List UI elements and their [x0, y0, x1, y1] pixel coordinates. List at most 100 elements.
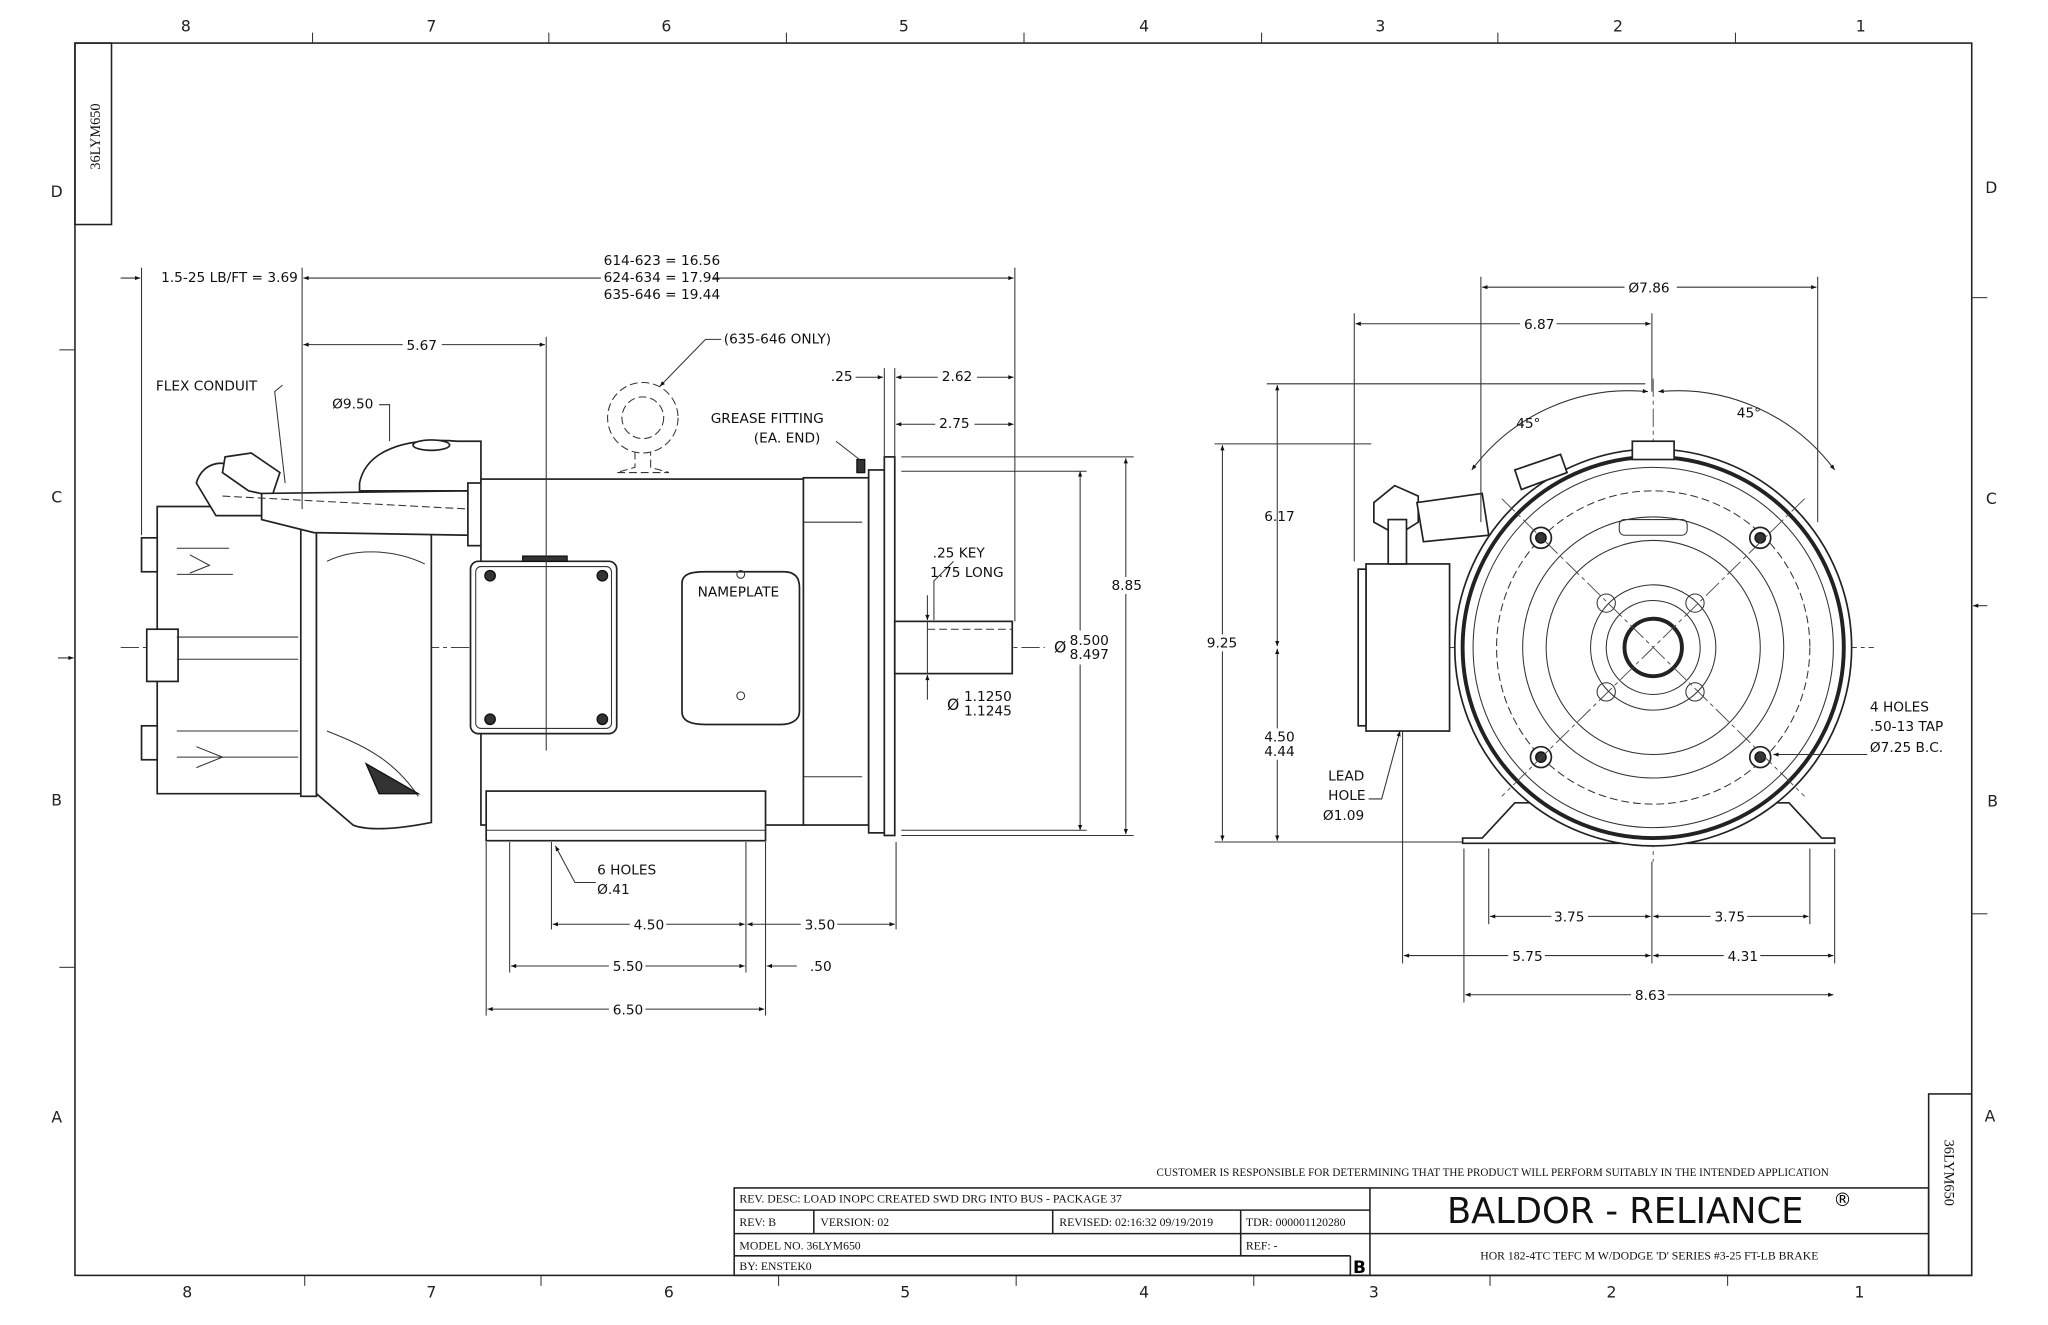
zone-col-8: 8 — [182, 1283, 192, 1302]
brand-logo: BALDOR - RELIANCE — [1447, 1191, 1803, 1232]
dim-length-614-623: 614-623 = 16.56 — [604, 253, 721, 269]
angle-right: 45° — [1737, 406, 1761, 422]
tap-holes-size: .50-13 TAP — [1870, 719, 1943, 735]
zone-row-d: D — [1985, 178, 1997, 197]
zone-row-b: B — [1987, 792, 1998, 811]
dim-4-31: 4.31 — [1728, 949, 1758, 965]
zone-col-2: 2 — [1606, 1283, 1616, 1302]
lead-hole-dia: Ø1.09 — [1323, 808, 1364, 824]
end-view: Ø7.86 6.87 45° 45° 6.17 9.25 4.50 4.44 L… — [1204, 276, 1943, 1004]
dim-2-62: 2.62 — [942, 369, 972, 385]
zone-row-b: B — [51, 790, 62, 809]
grease-fitting-note: (EA. END) — [754, 431, 821, 447]
dim-5-67: 5.67 — [407, 338, 437, 354]
zone-col-1: 1 — [1856, 16, 1866, 35]
zone-labels-left: D C B A — [51, 182, 63, 1127]
disclaimer: CUSTOMER IS RESPONSIBLE FOR DETERMINING … — [1157, 1167, 1829, 1179]
shaft-dia-min: 1.1245 — [964, 703, 1012, 719]
zone-row-c: C — [51, 488, 62, 507]
dim-3-50: 3.50 — [805, 917, 835, 933]
dim-3-75-left: 3.75 — [1554, 910, 1584, 926]
dim-0-25: .25 — [831, 369, 853, 385]
zone-col-6: 6 — [661, 16, 671, 35]
mount-holes-dia: Ø.41 — [597, 882, 630, 898]
lifting-eye-note: (635-646 ONLY) — [724, 331, 831, 347]
mount-holes-count: 6 HOLES — [597, 863, 656, 879]
revised-date: REVISED: 02:16:32 09/19/2019 — [1059, 1216, 1213, 1229]
shaft-dia-symbol: Ø — [947, 695, 959, 714]
product-description: HOR 182-4TC TEFC M W/DODGE 'D' SERIES #3… — [1480, 1250, 1818, 1263]
dim-0-50: .50 — [810, 959, 832, 975]
tap-holes-bolt-circle: Ø7.25 B.C. — [1870, 740, 1943, 756]
zone-col-7: 7 — [426, 16, 436, 35]
dim-length-624-634: 624-634 = 17.94 — [604, 270, 721, 286]
nameplate-label: NAMEPLATE — [698, 585, 780, 601]
zone-labels-top: 8 7 6 5 4 3 2 1 — [181, 16, 1866, 35]
zone-row-d: D — [51, 182, 63, 201]
shaft-dia-max: 1.1250 — [964, 689, 1012, 705]
pilot-dia-max: 8.500 — [1070, 633, 1109, 649]
zone-col-5: 5 — [899, 16, 909, 35]
registered-mark: ® — [1833, 1190, 1851, 1211]
zone-col-2: 2 — [1613, 16, 1623, 35]
drawing-number: 36LYM650 — [1940, 1140, 1956, 1206]
zone-row-c: C — [1986, 489, 1997, 508]
brake-housing — [140, 503, 433, 830]
dim-6-50: 6.50 — [613, 1002, 643, 1018]
drawing-number-box-bottom: 36LYM650 — [1927, 1093, 1973, 1277]
zone-col-5: 5 — [900, 1283, 910, 1302]
pilot-dia-min: 8.497 — [1070, 647, 1109, 663]
dim-3-75-right: 3.75 — [1715, 910, 1745, 926]
dim-2-75: 2.75 — [939, 416, 969, 432]
dim-6-87: 6.87 — [1524, 317, 1554, 333]
version: VERSION: 02 — [820, 1216, 889, 1229]
zone-col-3: 3 — [1375, 16, 1385, 35]
drawing-number: 36LYM650 — [88, 103, 104, 169]
shaft-height-max: 4.50 — [1264, 729, 1294, 745]
zone-col-4: 4 — [1139, 16, 1149, 35]
motor-frame — [469, 381, 1014, 842]
dim-brake-length: 1.5-25 LB/FT = 3.69 — [161, 270, 298, 286]
dim-5-50: 5.50 — [613, 959, 643, 975]
zone-col-1: 1 — [1854, 1283, 1864, 1302]
zone-row-a: A — [51, 1108, 62, 1127]
dim-8-63: 8.63 — [1635, 988, 1665, 1004]
conduit-box — [1357, 453, 1569, 732]
revision-letter: B — [1353, 1258, 1366, 1278]
ref: REF: - — [1246, 1239, 1278, 1252]
zone-col-4: 4 — [1139, 1283, 1149, 1302]
dia-7-86: Ø7.86 — [1628, 280, 1669, 296]
pilot-dia-symbol: Ø — [1054, 638, 1066, 657]
zone-col-8: 8 — [181, 16, 191, 35]
lead-hole-label-1: LEAD — [1328, 769, 1364, 785]
end-dimension-labels: Ø7.86 6.87 45° 45° 6.17 9.25 4.50 4.44 L… — [1204, 279, 1943, 1004]
zone-col-7: 7 — [426, 1283, 436, 1302]
zone-row-a: A — [1985, 1106, 1996, 1125]
zone-labels-bottom: 8 7 6 5 4 3 2 1 — [182, 1283, 1864, 1302]
dim-5-75: 5.75 — [1512, 949, 1542, 965]
model-number: MODEL NO. 36LYM650 — [739, 1239, 860, 1252]
side-view: 1.5-25 LB/FT = 3.69 614-623 = 16.56 624-… — [120, 253, 1145, 1018]
tap-holes-count: 4 HOLES — [1870, 699, 1929, 715]
zone-col-6: 6 — [664, 1283, 674, 1302]
flex-conduit-label: FLEX CONDUIT — [156, 378, 258, 394]
dim-8-85: 8.85 — [1111, 578, 1141, 594]
grease-fitting-label: GREASE FITTING — [711, 411, 824, 427]
dia-9-50: Ø9.50 — [332, 397, 373, 413]
angle-left: 45° — [1516, 416, 1540, 432]
zone-labels-right: D C B A — [1985, 178, 1998, 1125]
side-dimension-labels: 1.5-25 LB/FT = 3.69 614-623 = 16.56 624-… — [154, 253, 1145, 1018]
dim-9-25: 9.25 — [1207, 635, 1237, 651]
shaft-height-min: 4.44 — [1264, 744, 1294, 760]
lead-hole-label-2: HOLE — [1328, 788, 1365, 804]
rev-desc: REV. DESC: LOAD INOPC CREATED SWD DRG IN… — [739, 1192, 1122, 1205]
rev: REV: B — [739, 1216, 776, 1229]
dim-length-635-646: 635-646 = 19.44 — [604, 287, 721, 303]
zone-col-3: 3 — [1369, 1283, 1379, 1302]
drawn-by: BY: ENSTEK0 — [739, 1260, 811, 1273]
key-length: 1.75 LONG — [930, 565, 1004, 581]
key-size: .25 KEY — [933, 545, 986, 561]
drawing-number-box-top: 36LYM650 — [74, 42, 113, 226]
dim-6-17: 6.17 — [1264, 509, 1294, 525]
